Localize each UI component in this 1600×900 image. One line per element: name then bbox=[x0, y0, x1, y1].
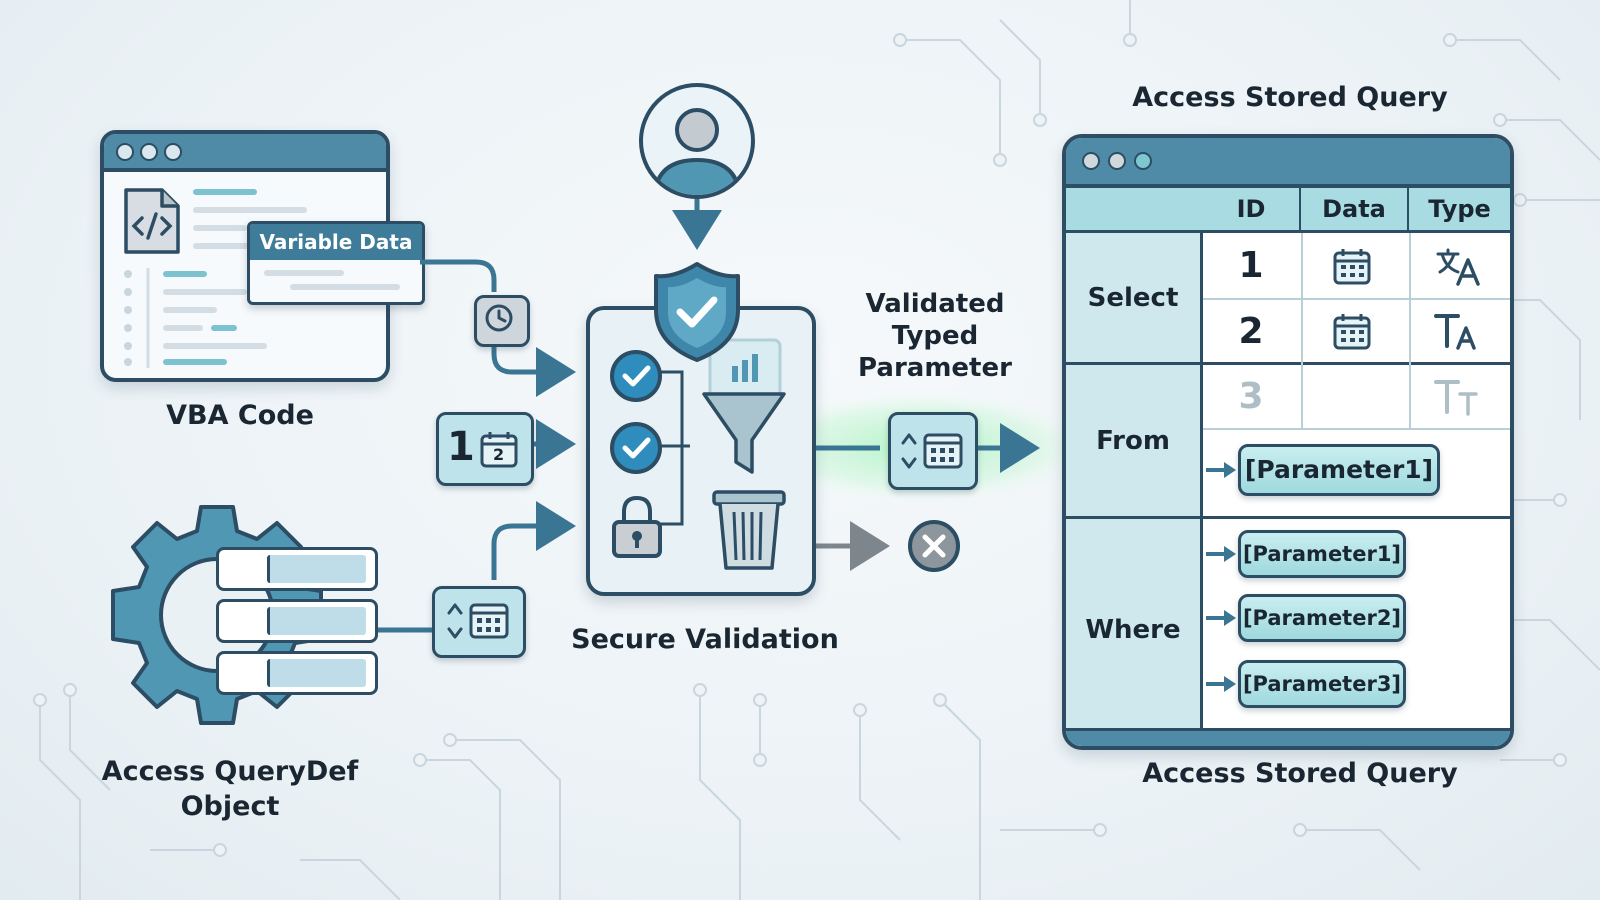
stored-query-window: ID Data Type Select From Where 1 2 3 bbox=[1062, 134, 1514, 750]
secure-validation-label: Secure Validation bbox=[571, 624, 839, 655]
stored-query-titlebar bbox=[1066, 138, 1510, 188]
text-size-icon bbox=[1434, 380, 1478, 416]
calendar-icon bbox=[480, 432, 518, 468]
section-from: From bbox=[1096, 425, 1170, 456]
col-header-id: ID bbox=[1203, 188, 1301, 230]
variable-data-popup: Variable Data bbox=[247, 221, 425, 305]
validated-param-label: Validated Typed Parameter bbox=[858, 289, 1012, 383]
clock-icon bbox=[485, 304, 513, 332]
validation-internals bbox=[654, 338, 786, 570]
querydef-field bbox=[216, 547, 378, 591]
vba-code-label: VBA Code bbox=[166, 400, 314, 431]
code-file-icon bbox=[124, 188, 180, 254]
vba-code-lines bbox=[124, 189, 307, 368]
col-header-type: Type bbox=[1428, 195, 1491, 223]
querydef-field bbox=[216, 599, 378, 643]
row-id-3: 3 bbox=[1238, 376, 1264, 417]
translate-icon bbox=[1436, 248, 1480, 286]
variable-data-title: Variable Data bbox=[250, 224, 422, 260]
calendar-icon bbox=[1333, 314, 1371, 350]
clock-chip bbox=[474, 295, 530, 347]
section-where: Where bbox=[1085, 615, 1181, 645]
where-parameter-2: [Parameter2] bbox=[1238, 594, 1406, 642]
row-id-1: 1 bbox=[1238, 245, 1264, 286]
check-circle-icon bbox=[610, 350, 662, 402]
text-type-icon bbox=[1434, 314, 1476, 350]
querydef-label: Access QueryDef Object bbox=[101, 756, 359, 822]
calendar-icon bbox=[1333, 249, 1371, 285]
reject-x-icon bbox=[908, 520, 960, 572]
user-avatar-icon bbox=[639, 83, 755, 199]
shield-check-icon bbox=[654, 262, 740, 362]
stored-query-caption: Access Stored Query bbox=[1142, 758, 1458, 789]
lock-icon bbox=[612, 495, 662, 558]
arrow-right-icon bbox=[1206, 546, 1236, 562]
arrow-right-icon bbox=[1206, 462, 1236, 478]
where-parameter-1: [Parameter1] bbox=[1238, 530, 1406, 578]
calendar-digit: 2 bbox=[493, 445, 505, 464]
number-date-chip: 1 2 bbox=[436, 412, 534, 486]
number-chip-digit: 1 bbox=[447, 424, 475, 470]
sort-calendar-icon bbox=[901, 433, 963, 469]
col-header-data: Data bbox=[1301, 188, 1409, 230]
where-parameter-3: [Parameter3] bbox=[1238, 660, 1406, 708]
from-parameter: [Parameter1] bbox=[1238, 444, 1440, 496]
check-circle-icon bbox=[610, 422, 662, 474]
typed-param-chip-left bbox=[432, 586, 526, 658]
section-select: Select bbox=[1087, 282, 1179, 313]
arrow-right-icon bbox=[1206, 676, 1236, 692]
vba-window-titlebar bbox=[104, 134, 386, 172]
arrow-right-icon bbox=[1206, 610, 1236, 626]
stored-query-title: Access Stored Query bbox=[1132, 82, 1448, 113]
querydef-field bbox=[216, 651, 378, 695]
sort-calendar-icon bbox=[447, 603, 509, 639]
validated-param-chip bbox=[888, 412, 978, 490]
row-id-2: 2 bbox=[1238, 310, 1264, 352]
